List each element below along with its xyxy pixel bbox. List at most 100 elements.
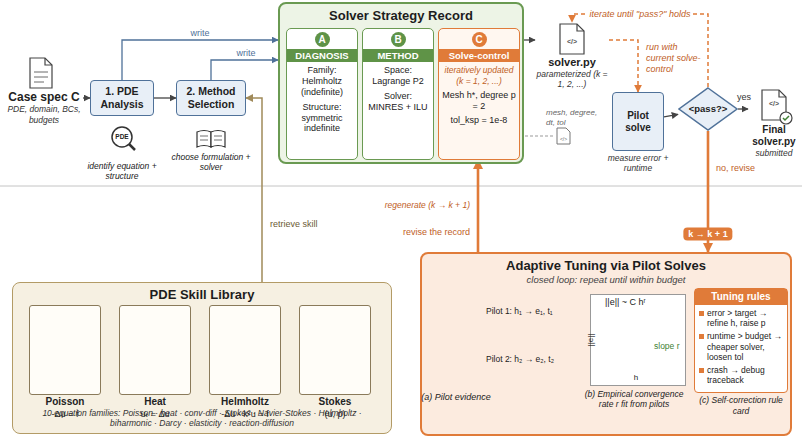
decision-diamond: <pass?> (678, 87, 738, 131)
connector-arrow (154, 97, 176, 98)
node-text: Solve-control (439, 49, 519, 62)
loop-note: regenerate (k → k + 1) (383, 200, 472, 210)
library-panel: PDE Skill Library10 equation families: P… (12, 282, 392, 434)
separator-line (0, 186, 802, 187)
edge-label: retrieve skill (268, 219, 320, 230)
node-text: parameterized (k = 1, 2, ...) (535, 69, 609, 89)
node-text: DIAGNOSIS (287, 49, 357, 62)
record-section: A DIAGNOSIS Family: Helmholtz (indefinite)… (286, 28, 358, 160)
node-title: Adaptive Tuning via Pilot Solves (422, 254, 790, 274)
node-title: C (472, 32, 487, 47)
iteration-badge: k → k + 1 (683, 228, 732, 241)
node-text: (c) Self-correction rule card (691, 395, 791, 415)
node-text: -Δu = f (20, 409, 110, 420)
node-text: Structure: symmetric indefinite (290, 102, 354, 134)
connector-arrow (664, 114, 678, 117)
small-file-icon (557, 128, 570, 144)
node-text: slope r (654, 341, 680, 351)
process-box: Pilot solvemeasure error + runtime (612, 92, 664, 151)
icon-text: </> (567, 38, 577, 46)
edge-label: yes (735, 92, 753, 103)
node-text: runtime > budget → cheaper solver, loose… (699, 331, 783, 362)
node-text: iteratively updated (k = 1, 2, ...) (442, 65, 516, 85)
connector-arrow (524, 39, 535, 40)
node-text: -Δu - k²u = f (200, 409, 290, 420)
node-text: crash → debug traceback (699, 365, 783, 385)
node-text: PDE, domain, BCs, budgets (4, 104, 84, 124)
icon-text: </> (560, 136, 567, 142)
icon-text: </> (769, 100, 779, 108)
tuning-panel: Adaptive Tuning via Pilot Solvesclosed l… (420, 252, 792, 436)
connector-arrow (83, 97, 90, 98)
edge-label: write (234, 48, 257, 59)
connector-arrow (609, 40, 638, 92)
connector-arrow (246, 98, 262, 282)
input-document: Case spec CPDE, domain, BCs, budgets (4, 56, 84, 125)
connector-arrow (122, 40, 278, 80)
node-text: Solver: MINRES + ILU (366, 91, 430, 113)
node-text: uₜ = Δu (110, 409, 200, 420)
connector-arrow (707, 131, 710, 252)
parameter-leader (520, 135, 555, 136)
node-title: Final solver.py (748, 124, 800, 148)
step-note: identify equation + structure (77, 161, 167, 181)
diamond-shape (679, 88, 737, 130)
node-text: submitted (748, 148, 800, 158)
skill-card: Helmholtz-Δu - k²u = f (209, 305, 281, 395)
node-title: 2. Method Selection (179, 85, 243, 110)
node-title: 1. PDE Analysis (93, 85, 151, 110)
solver-file: solver.pyparameterized (k = 1, 2, ...) (535, 22, 609, 90)
edge-label: run with current solve-control (644, 42, 706, 74)
skill-card: Heatuₜ = Δu (119, 305, 191, 395)
edge-label: no, revise (714, 163, 757, 174)
final-file: Final solver.pysubmitted (748, 88, 800, 158)
edge-label: write (188, 28, 211, 39)
node-text: error > target → refine h, raise p (699, 308, 783, 328)
node-text: measure error + runtime (601, 153, 675, 173)
node-title: Tuning rules (695, 289, 787, 305)
edge-label: revise the record (401, 227, 472, 238)
node-text: METHOD (363, 49, 433, 62)
node-title: Helmholtz (200, 396, 290, 408)
node-title: Pilot solve (615, 110, 661, 134)
rule-card: Tuning rules error > target → refine h, r… (694, 288, 788, 393)
node-title: PDE Skill Library (13, 283, 391, 303)
node-text: tol_ksp = 1e-8 (442, 115, 516, 126)
convergence-chart: ||e|| ~ C hʳ slope r (590, 294, 686, 386)
node-title: <pass?> (689, 103, 728, 114)
process-box: 2. Method Selection (176, 80, 246, 116)
connector-arrow (738, 108, 748, 109)
node-text: (u, p) (290, 409, 380, 420)
record-section: C Solve-control iteratively updated (k = 1… (438, 28, 520, 160)
edge-label: iterate until "pass?" holds (588, 9, 693, 20)
node-title: ||e|| ~ C hʳ (605, 297, 646, 308)
skill-card: Stokes(u, p) (299, 305, 371, 395)
node-text: Mesh h*, degree p = 2 (442, 90, 516, 112)
node-title: Solver Strategy Record (280, 4, 522, 24)
node-title: B (391, 32, 406, 47)
step-note: choose formulation + solver (166, 152, 256, 172)
skill-card: Poisson-Δu = f (29, 305, 101, 395)
process-box: 1. PDE Analysis (90, 80, 154, 116)
node-title: Heat (110, 396, 200, 408)
icon-text: PDE (115, 133, 128, 141)
node-title: Case spec C (4, 90, 84, 104)
document-icon (30, 58, 52, 88)
book-icon (197, 131, 225, 148)
record-panel: Solver Strategy RecordA DIAGNOSIS Family: … (278, 2, 524, 164)
node-title: A (315, 32, 330, 47)
node-title: Stokes (290, 396, 380, 408)
final-file-icon (762, 90, 792, 124)
node-title: solver.py (535, 56, 609, 69)
node-title: Poisson (20, 396, 110, 408)
connector-arrow (477, 160, 480, 252)
node-text: Space: Lagrange P2 (366, 65, 430, 87)
node-text: Family: Helmholtz (indefinite) (290, 65, 354, 97)
solver-file-icon (560, 24, 584, 54)
node-text: closed loop: repeat until within budget (422, 274, 790, 285)
magnifier-icon (112, 127, 135, 150)
connector-arrow (211, 60, 278, 80)
record-section: B METHOD Space: Lagrange P2 Solver: MINRES … (362, 28, 434, 160)
